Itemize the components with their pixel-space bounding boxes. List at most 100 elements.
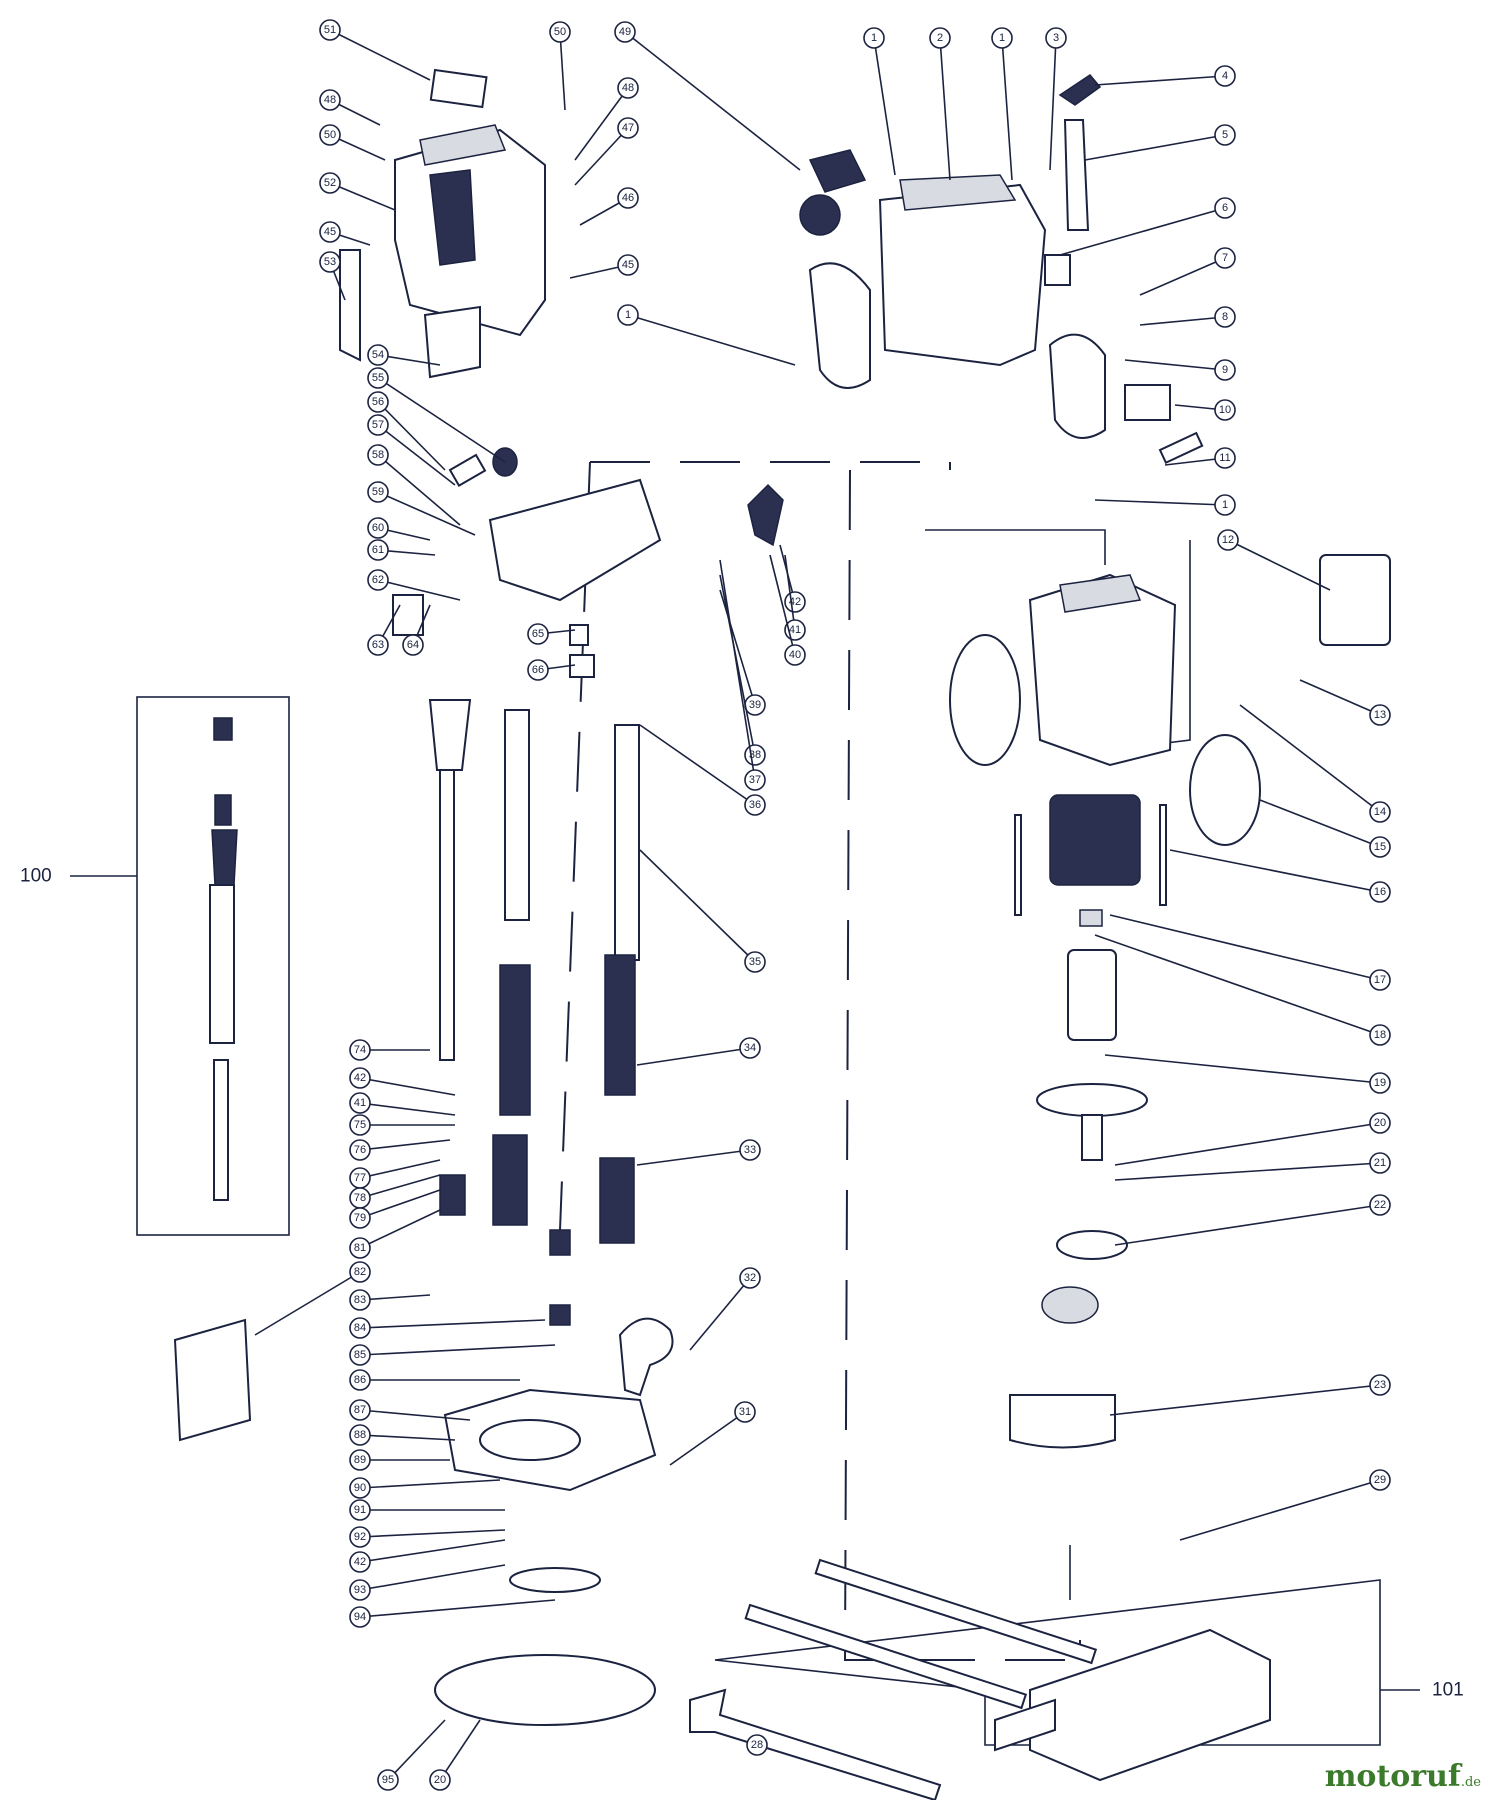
callout-number: 29 [1374,1474,1386,1486]
callout-bubble [1369,704,1391,726]
callout-bubble [744,769,766,791]
callout-number: 90 [354,1482,366,1494]
callout-bubble [739,1037,761,1059]
callout-42: 42 [349,1067,456,1096]
callout-6: 6 [1059,197,1236,256]
housing-half-right [799,74,1204,465]
watermark-suffix: .de [1460,1775,1481,1790]
callout-bubble [1217,529,1239,551]
callout-number: 47 [622,122,634,134]
callout-78: 78 [349,1174,441,1209]
callout-1: 1 [1094,494,1236,516]
callout-17: 17 [1109,914,1391,991]
callout-number: 91 [354,1504,366,1516]
callout-bubble [349,1237,371,1259]
callout-23: 23 [1109,1374,1391,1416]
callout-84: 84 [349,1317,546,1339]
callout-bubble [1369,801,1391,823]
leader-line [1104,1054,1381,1084]
callout-bubble [614,21,636,43]
callout-10: 10 [1174,399,1236,421]
callout-bubble [1214,124,1236,146]
leader-line [1139,316,1226,326]
callout-83: 83 [349,1289,431,1311]
callout-number: 20 [434,1774,446,1786]
leader-line [1109,914,1381,981]
leader-line [1049,37,1057,171]
callout-64: 64 [402,604,431,656]
callout-bubble [549,21,571,43]
callout-33: 33 [636,1139,761,1166]
callout-45: 45 [319,221,371,246]
callout-number: 59 [372,486,384,498]
callout-18: 18 [1094,934,1391,1046]
callout-bubble [349,1289,371,1311]
callout-number: 83 [354,1294,366,1306]
callout-bubble [319,124,341,146]
leader-line [636,1047,751,1066]
callout-bubble [367,444,389,466]
callout-82: 82 [254,1261,371,1336]
callout-number: 11 [1219,452,1230,464]
callout-number: 89 [354,1454,366,1466]
callout-number: 63 [372,639,384,651]
callout-20: 20 [429,1719,481,1791]
callout-bubble [739,1267,761,1289]
leader-line [359,1344,556,1356]
callout-number: 31 [739,1406,751,1418]
callout-bubble [1369,1194,1391,1216]
callout-4: 4 [1094,65,1236,87]
callout-number: 95 [382,1774,394,1786]
callout-bubble [863,27,885,49]
callout-34: 34 [636,1037,761,1066]
callout-number: 6 [1222,202,1228,214]
leader-line [329,29,431,81]
callout-62: 62 [367,569,461,601]
leader-line [359,1434,456,1441]
callout-number: 78 [354,1192,366,1204]
callout-bubble [367,391,389,413]
callout-number: 3 [1053,32,1059,44]
callout-3: 3 [1045,27,1067,171]
leader-line [1124,359,1226,371]
leader-line [377,491,476,536]
callout-number: 51 [324,24,336,36]
leader-line [359,1564,506,1591]
callout-bubble [929,27,951,49]
callout-12: 12 [1217,529,1331,591]
leader-line [627,314,796,366]
callout-22: 22 [1114,1194,1391,1246]
leader-line [377,401,446,471]
leader-line [639,849,756,963]
callout-bubble [319,251,341,273]
callout-number: 82 [354,1266,366,1278]
callout-88: 88 [349,1424,456,1446]
base-plate [173,1174,942,1800]
callout-32: 32 [689,1267,761,1351]
callout-bubble [349,1499,371,1521]
group-101-label: 101 [1432,1680,1464,1701]
leader-line [359,1319,546,1329]
callout-49: 49 [614,21,801,171]
callout-75: 75 [349,1114,455,1136]
callout-number: 76 [354,1144,366,1156]
callout-number: 9 [1222,364,1228,376]
leader-line [784,554,796,631]
callout-number: 13 [1374,709,1386,721]
leader-line [1179,1479,1381,1541]
callout-57: 57 [367,414,456,486]
callout-number: 14 [1374,806,1386,818]
callout-number: 42 [354,1072,366,1084]
callout-number: 35 [749,956,761,968]
leader-line [574,127,629,186]
callout-31: 31 [669,1401,756,1466]
leader-line [1299,679,1381,716]
callout-63: 63 [367,604,401,656]
callout-number: 28 [751,1739,763,1751]
callout-number: 5 [1222,129,1228,141]
callout-bubble [1214,359,1236,381]
leader-line [377,454,461,526]
callout-86: 86 [349,1369,520,1391]
callout-number: 1 [625,309,631,321]
callout-number: 81 [354,1242,366,1254]
